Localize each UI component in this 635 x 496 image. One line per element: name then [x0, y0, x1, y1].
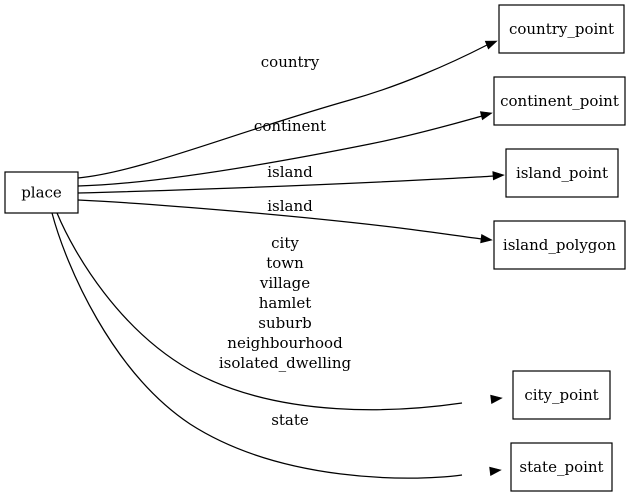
- edge-path-island_polygon: [77, 199, 483, 240]
- edges-layer: [51, 37, 505, 479]
- edge-label-city_point-line-3: hamlet: [259, 294, 312, 312]
- node-label-state_point: state_point: [519, 458, 603, 476]
- node-box-continent_point: [493, 76, 626, 126]
- edge-arrowhead-continent_point: [479, 111, 493, 121]
- edge-arrowhead-island_polygon: [480, 234, 493, 244]
- edge-label-city_point-line-6: isolated_dwelling: [219, 354, 352, 372]
- edge-place-to-state_point[interactable]: [51, 212, 502, 479]
- node-label-place: place: [21, 184, 62, 202]
- edge-label-city_point-line-0: city: [271, 234, 299, 252]
- edge-label-group-country_point: country: [261, 53, 320, 71]
- node-island_point[interactable]: island_point: [505, 148, 619, 198]
- edge-arrowhead-state_point: [489, 466, 502, 476]
- nodes-layer: place country_point continent_point island_…: [4, 4, 626, 492]
- node-box-island_point: [505, 148, 619, 198]
- node-country_point[interactable]: country_point: [498, 4, 625, 54]
- edge-label-continent_point-line-0: continent: [254, 117, 326, 135]
- edge-place-to-country_point[interactable]: [77, 37, 499, 179]
- edge-label-group-island_point: island: [267, 163, 313, 181]
- edge-label-island_point-line-0: island: [267, 163, 313, 181]
- edge-place-to-continent_point[interactable]: [77, 109, 493, 187]
- node-label-city_point: city_point: [524, 386, 598, 404]
- edge-path-island_point: [77, 175, 495, 194]
- node-city_point[interactable]: city_point: [512, 370, 611, 420]
- node-box-country_point: [498, 4, 625, 54]
- edge-path-continent_point: [77, 115, 483, 187]
- edge-label-island_polygon-line-0: island: [267, 197, 313, 215]
- edge-label-city_point-line-1: town: [266, 254, 304, 272]
- node-box-place: [4, 171, 79, 214]
- edge-arrowhead-island_point: [492, 171, 505, 181]
- edge-label-group-continent_point: continent: [254, 117, 326, 135]
- edge-place-to-city_point[interactable]: [56, 212, 503, 411]
- node-label-continent_point: continent_point: [500, 92, 619, 110]
- node-box-state_point: [510, 442, 613, 492]
- edge-place-to-island_point[interactable]: [77, 171, 505, 194]
- node-state_point[interactable]: state_point: [510, 442, 613, 492]
- edge-label-city_point-line-5: neighbourhood: [227, 334, 343, 352]
- edge-labels-layer: country continent island island city town vill…: [219, 53, 352, 429]
- edge-label-country_point-line-0: country: [261, 53, 320, 71]
- node-label-country_point: country_point: [509, 20, 614, 38]
- edge-arrowhead-city_point: [490, 394, 503, 404]
- edge-path-country_point: [77, 44, 488, 179]
- edge-arrowhead-country_point: [484, 40, 498, 50]
- edge-place-to-island_polygon[interactable]: [77, 199, 493, 244]
- node-continent_point[interactable]: continent_point: [493, 76, 626, 126]
- node-island_polygon[interactable]: island_polygon: [493, 220, 626, 270]
- edge-path-city_point: [56, 212, 463, 411]
- edge-label-city_point-line-2: village: [259, 274, 310, 292]
- node-box-city_point: [512, 370, 611, 420]
- node-label-island_polygon: island_polygon: [503, 236, 617, 254]
- edge-label-group-city_point: city town village hamlet suburb neighbourhood…: [219, 234, 352, 372]
- edge-path-state_point: [51, 212, 463, 479]
- edge-label-state_point-line-0: state: [271, 411, 309, 429]
- node-box-island_polygon: [493, 220, 626, 270]
- node-label-island_point: island_point: [516, 164, 608, 182]
- edge-label-city_point-line-4: suburb: [258, 314, 311, 332]
- edge-label-group-state_point: state: [271, 411, 309, 429]
- node-place[interactable]: place: [4, 171, 79, 214]
- edge-label-group-island_polygon: island: [267, 197, 313, 215]
